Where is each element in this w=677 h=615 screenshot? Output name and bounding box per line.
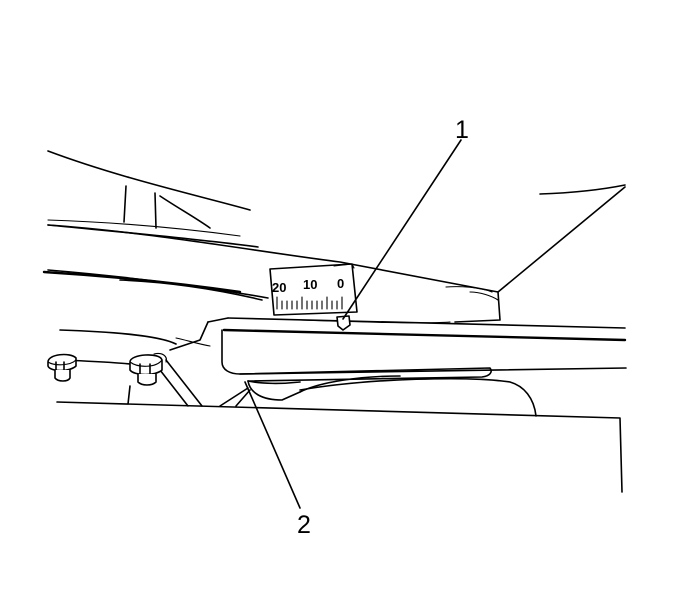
leader-line-2 [244,381,301,509]
left-knob-icon [47,353,77,382]
base-housing [56,317,623,493]
lower-block [239,367,492,385]
callout-1: 1 [455,116,469,144]
callout-2: 2 [297,511,311,539]
pointer-tab [336,315,351,331]
angle-scale: 20 10 0 [269,263,358,316]
leader-line-1 [342,139,462,320]
scale-ticks [276,296,343,310]
rail-track [221,317,627,375]
angled-plate [42,184,626,323]
leader-lines [244,139,462,509]
scale-label-20: 20 [272,280,286,295]
scale-label-10: 10 [303,277,317,292]
upper-cover-shell [47,150,259,248]
scale-label-0: 0 [337,276,344,291]
right-knob-icon [129,352,167,386]
